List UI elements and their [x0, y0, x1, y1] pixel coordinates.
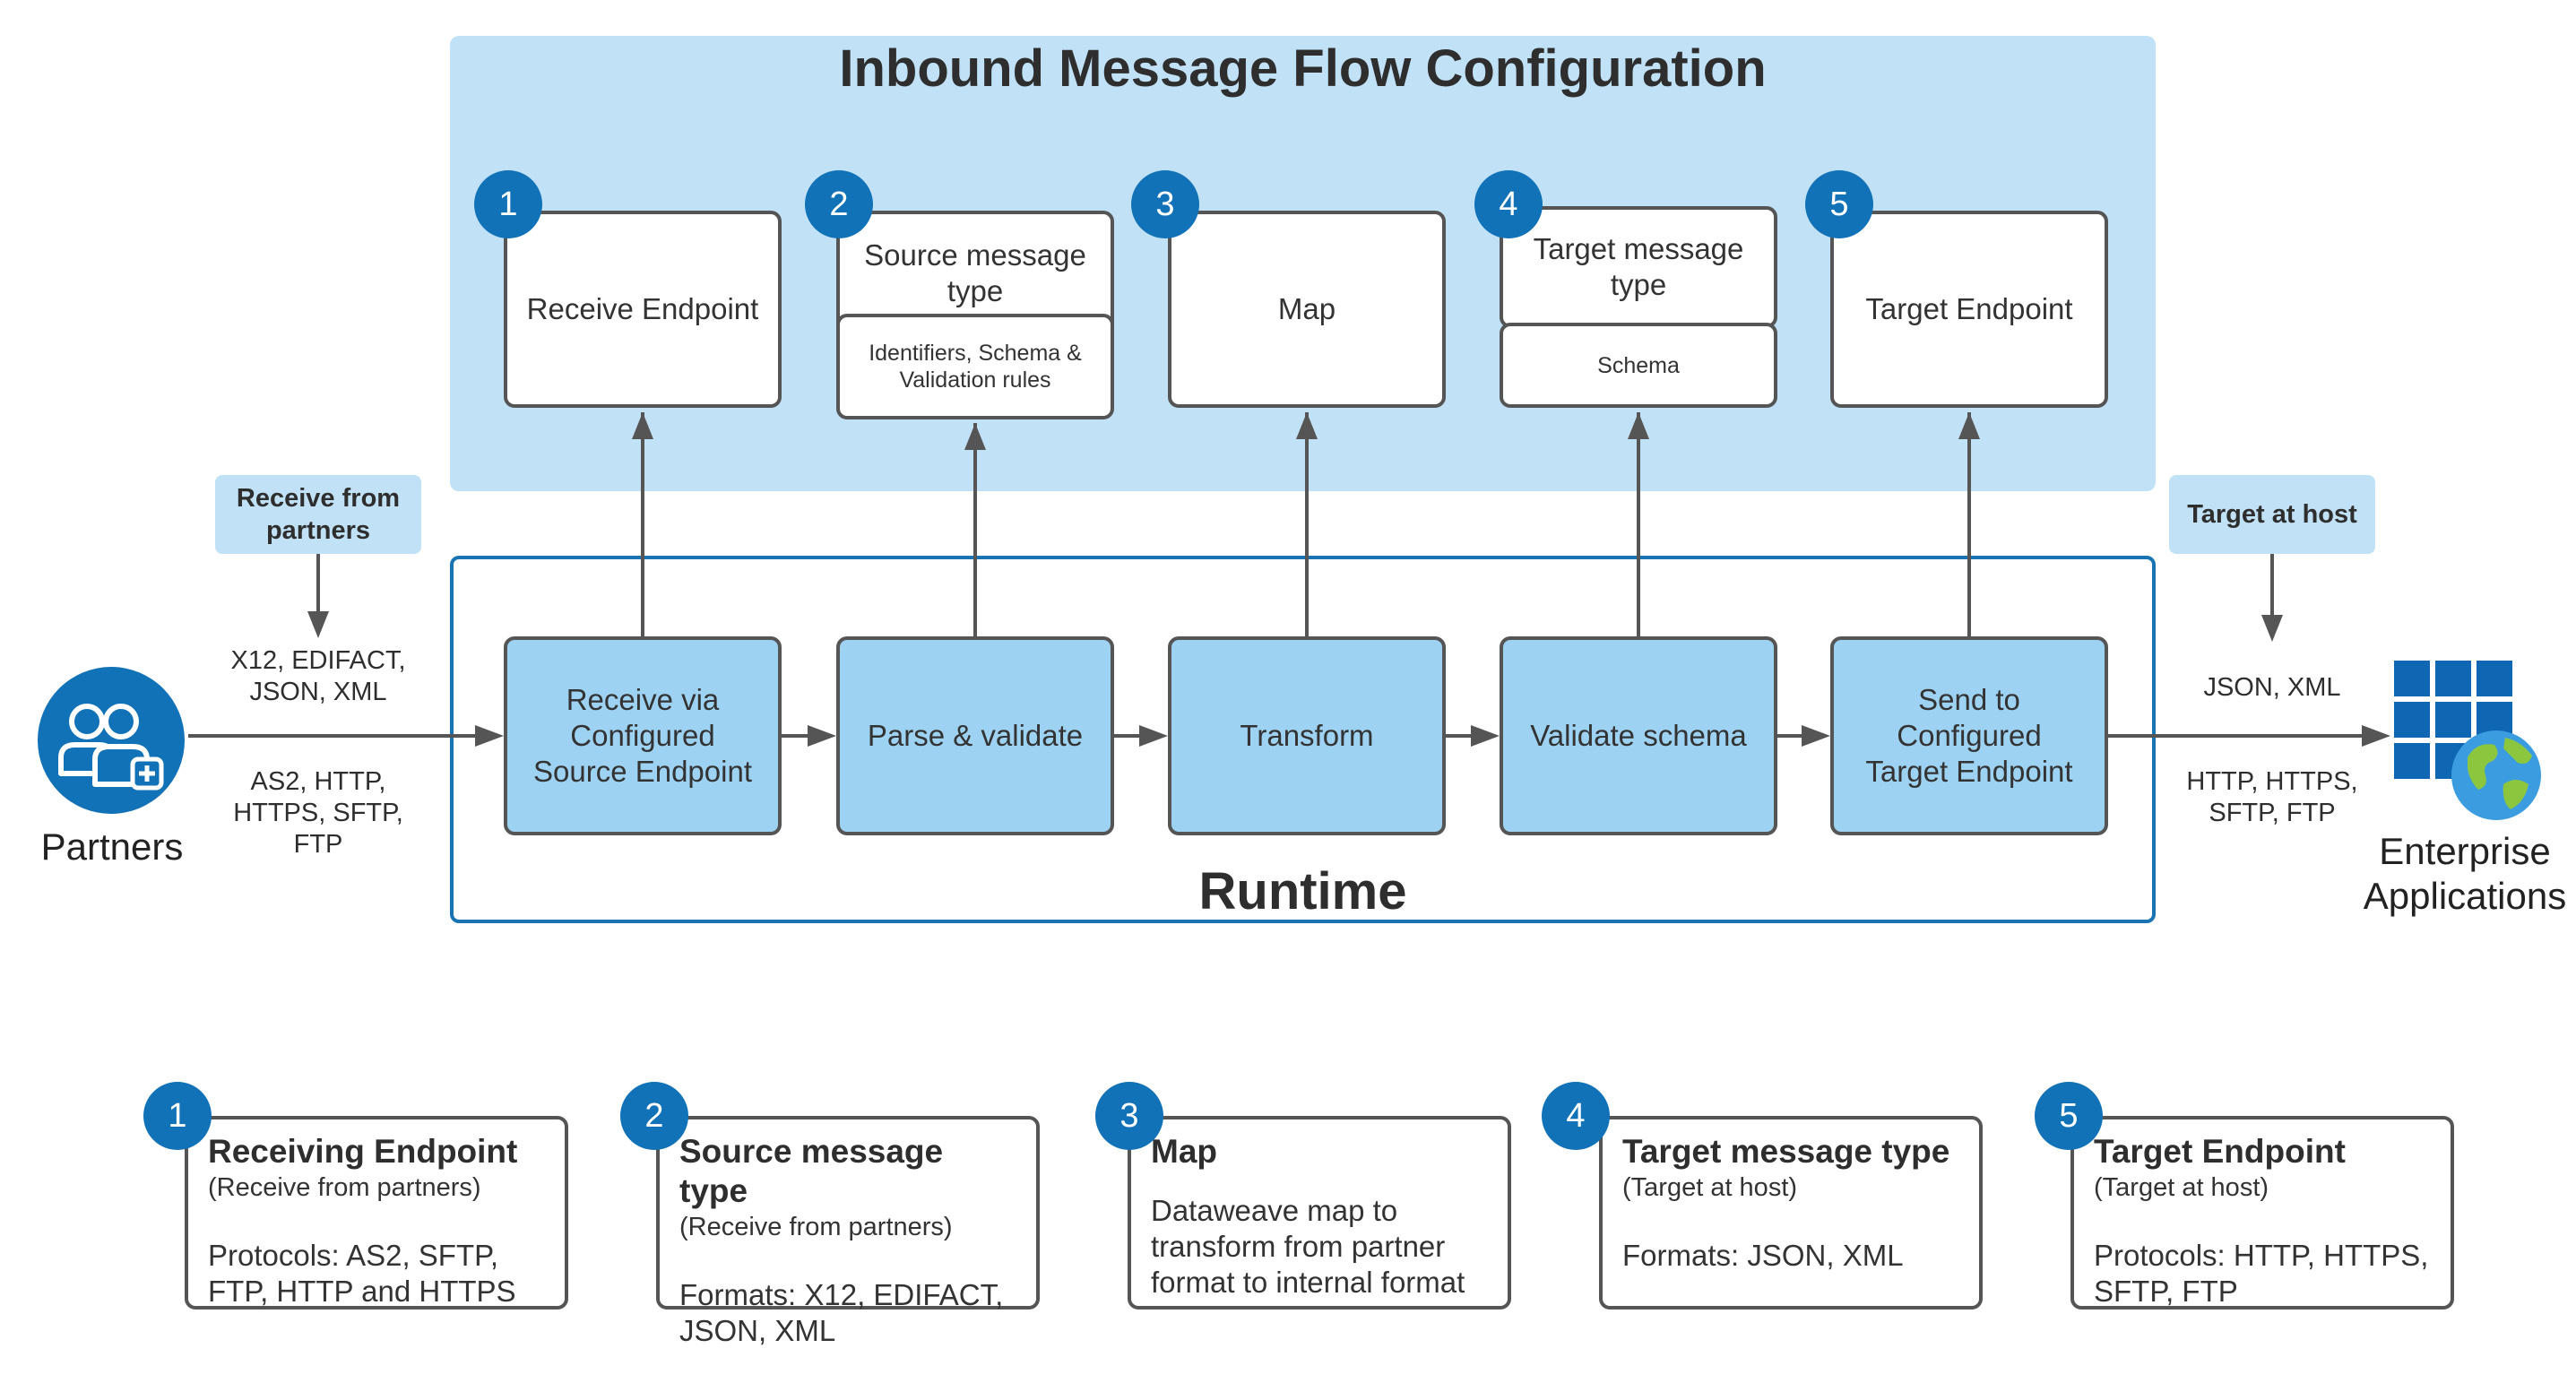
- runtime-step-send: Send to Configured Target Endpoint: [1830, 636, 2108, 835]
- config-box-label: Target message type: [1533, 232, 1744, 301]
- runtime-step-label: Receive via Configured Source Endpoint: [532, 683, 752, 788]
- card-title: Target Endpoint: [2094, 1133, 2346, 1170]
- detail-card-5: Target Endpoint (Target at host) Protoco…: [2070, 1116, 2454, 1310]
- right-formats: JSON, XML: [2203, 673, 2341, 702]
- config-subbox-label: Schema: [1597, 352, 1680, 378]
- partners-icon: [36, 659, 186, 822]
- enterprise-applications-label: Enterprise Applications: [2363, 830, 2567, 917]
- card-badge-3: 3: [1095, 1082, 1163, 1150]
- receive-from-partners-label: Receive from partners: [215, 475, 421, 554]
- config-box-receive-endpoint: Receive Endpoint: [504, 211, 782, 408]
- step-badge-2: 2: [805, 170, 873, 238]
- step-badge-4: 4: [1474, 170, 1543, 238]
- card-title: Map: [1151, 1133, 1217, 1170]
- enterprise-applications-icon: [2389, 659, 2546, 825]
- config-subbox-source-rules: Identifiers, Schema & Validation rules: [836, 314, 1114, 419]
- runtime-step-label: Send to Configured Target Endpoint: [1865, 683, 2073, 788]
- config-box-label: Source message type: [864, 238, 1086, 307]
- runtime-step-label: Validate schema: [1530, 719, 1747, 752]
- runtime-step-receive: Receive via Configured Source Endpoint: [504, 636, 782, 835]
- config-box-target-endpoint: Target Endpoint: [1830, 211, 2108, 408]
- runtime-step-validate-schema: Validate schema: [1500, 636, 1777, 835]
- config-box-target-message-type: Target message type: [1500, 206, 1777, 328]
- config-box-label: Target Endpoint: [1865, 292, 2073, 325]
- target-at-host-label: Target at host: [2169, 475, 2375, 554]
- right-protocols: HTTP, HTTPS, SFTP, FTP: [2186, 767, 2358, 827]
- config-subbox-target-schema: Schema: [1500, 323, 1777, 408]
- card-title: Source message type: [679, 1133, 944, 1209]
- card-badge-2: 2: [620, 1082, 688, 1150]
- runtime-step-label: Parse & validate: [867, 719, 1084, 752]
- runtime-step-label: Transform: [1240, 719, 1374, 752]
- runtime-step-transform: Transform: [1168, 636, 1446, 835]
- card-body: Protocols: HTTP, HTTPS, SFTP, FTP: [2094, 1239, 2429, 1308]
- left-formats: X12, EDIFACT, JSON, XML: [230, 646, 406, 706]
- card-body: Dataweave map to transform from partner …: [1151, 1194, 1465, 1299]
- runtime-title: Runtime: [1198, 862, 1407, 921]
- step-badge-1: 1: [474, 170, 542, 238]
- card-badge-5: 5: [2035, 1082, 2103, 1150]
- detail-card-1: Receiving Endpoint (Receive from partner…: [185, 1116, 568, 1310]
- config-subbox-label: Identifiers, Schema & Validation rules: [869, 341, 1082, 393]
- receive-from-partners-text: Receive from partners: [236, 484, 401, 545]
- detail-card-4: Target message type (Target at host) For…: [1599, 1116, 1983, 1310]
- detail-card-2: Source message type (Receive from partne…: [656, 1116, 1040, 1347]
- card-subtitle: (Receive from partners): [679, 1213, 953, 1241]
- detail-card-3: Map Dataweave map to transform from part…: [1128, 1116, 1511, 1310]
- card-body: Formats: JSON, XML: [1622, 1239, 1904, 1272]
- card-body: Formats: X12, EDIFACT, JSON, XML: [679, 1278, 1004, 1347]
- target-at-host-text: Target at host: [2187, 500, 2357, 529]
- card-body: Protocols: AS2, SFTP, FTP, HTTP and HTTP…: [208, 1239, 516, 1308]
- configuration-title: Inbound Message Flow Configuration: [839, 39, 1767, 98]
- card-title: Receiving Endpoint: [208, 1133, 518, 1170]
- step-badge-3: 3: [1131, 170, 1199, 238]
- card-title: Target message type: [1622, 1133, 1950, 1170]
- card-badge-1: 1: [143, 1082, 212, 1150]
- config-box-label: Map: [1277, 292, 1336, 325]
- card-subtitle: (Target at host): [1622, 1173, 1798, 1202]
- partners-label: Partners: [40, 825, 184, 868]
- runtime-step-parse-validate: Parse & validate: [836, 636, 1114, 835]
- left-protocols: AS2, HTTP, HTTPS, SFTP, FTP: [233, 767, 403, 859]
- card-subtitle: (Target at host): [2094, 1173, 2269, 1202]
- step-badge-5: 5: [1805, 170, 1873, 238]
- config-box-label: Receive Endpoint: [526, 292, 759, 325]
- card-subtitle: (Receive from partners): [208, 1173, 481, 1202]
- config-box-map: Map: [1168, 211, 1446, 408]
- card-badge-4: 4: [1542, 1082, 1610, 1150]
